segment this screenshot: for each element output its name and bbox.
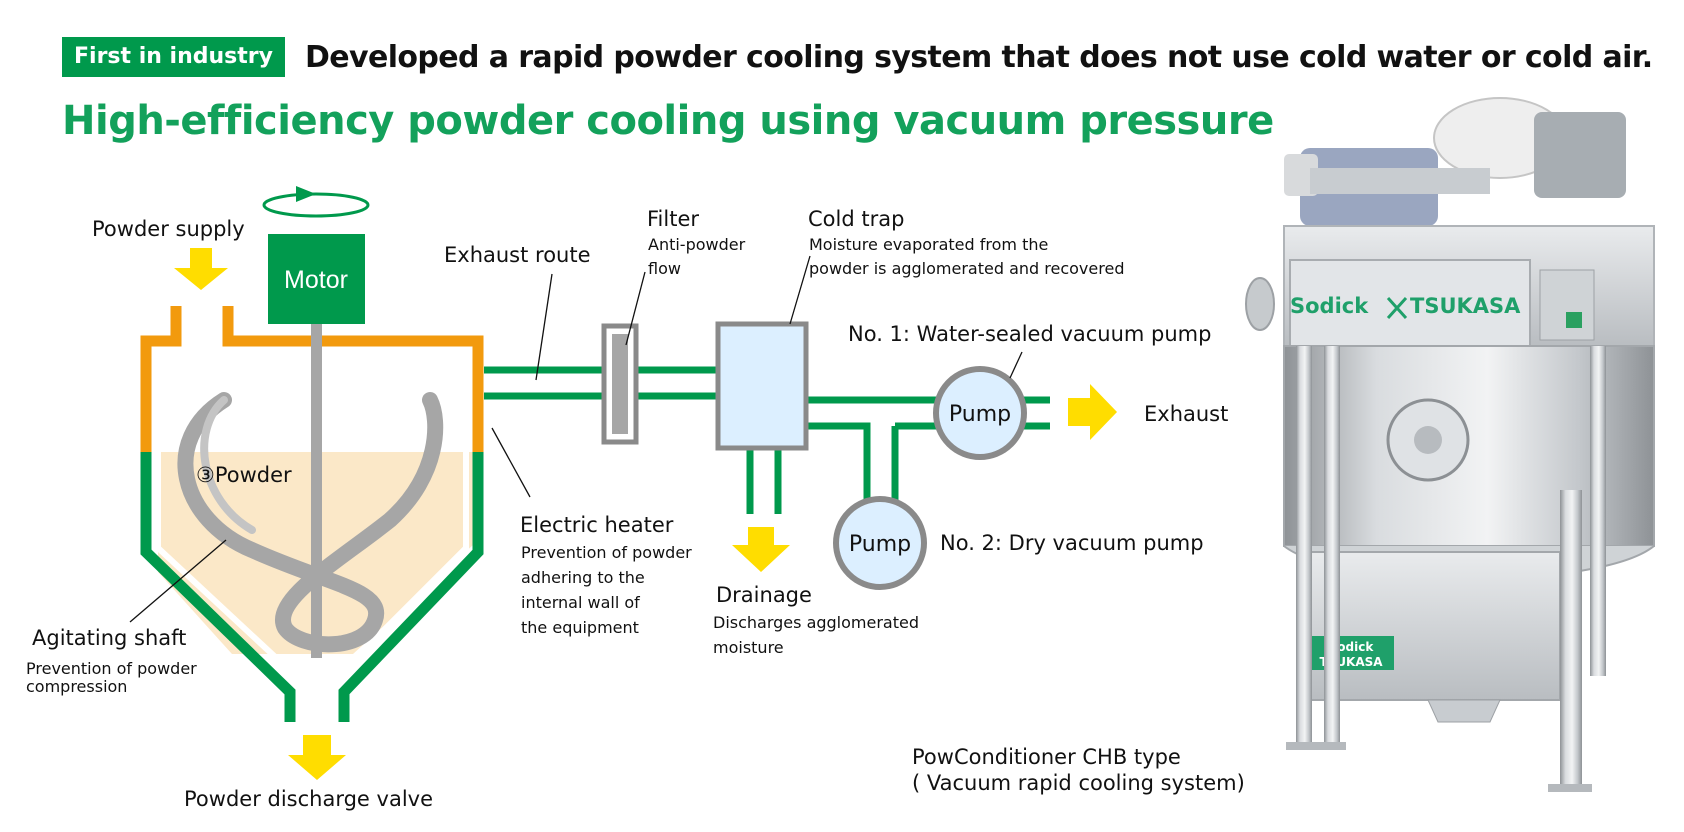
logo-sodick: Sodick (1290, 294, 1369, 318)
cold-trap-desc-2: powder is agglomerated and recovered (809, 259, 1124, 278)
powder-supply-label: Powder supply (92, 217, 245, 241)
header: First in industry Developed a rapid powd… (62, 36, 1653, 78)
powder-supply-arrow-icon (174, 248, 228, 290)
yellow-arrows (174, 248, 1117, 780)
filter-title: Filter (647, 207, 699, 231)
agitating-shaft-graphic (177, 318, 444, 658)
cold-trap-desc-1: Moisture evaporated from the (809, 235, 1048, 254)
product-caption-line-1: PowConditioner CHB type (912, 745, 1181, 769)
subtitle: High-efficiency powder cooling using vac… (62, 98, 1274, 144)
vessel-orange-wall (140, 306, 484, 452)
vessel-green-wall (140, 450, 484, 722)
drainage-desc-2: moisture (713, 638, 784, 657)
pump2-label: No. 2: Dry vacuum pump (940, 531, 1204, 555)
agitating-shaft-desc-1: Prevention of powder (26, 659, 197, 678)
electric-heater-desc-3: internal wall of (521, 593, 640, 612)
filter-desc-1: Anti-powder (648, 235, 746, 254)
pump1-text: Pump (949, 402, 1011, 427)
product-caption-line-2: ( Vacuum rapid cooling system) (912, 771, 1245, 795)
motor-label: Motor (284, 266, 348, 294)
electric-heater-desc-1: Prevention of powder (521, 543, 692, 562)
electric-heater-desc-2: adhering to the (521, 568, 645, 587)
discharge-valve-label: Powder discharge valve (184, 787, 433, 811)
exhaust-arrow-icon (1068, 384, 1117, 440)
motor: Motor (262, 186, 370, 324)
drainage-arrow-icon (732, 527, 790, 572)
agitating-shaft-desc-2: compression (26, 677, 127, 696)
small-logo-sodick: Sodick (1329, 640, 1375, 654)
pump-2: Pump (833, 496, 927, 590)
product-photo: Sodick TSUKASA Sodick TSUKASA (1245, 97, 1655, 792)
exhaust-route-label: Exhaust route (444, 243, 591, 267)
powder-label: ③Powder (196, 463, 292, 487)
leader-lines (129, 255, 1023, 623)
cold-trap-box (715, 321, 809, 451)
first-in-industry-badge: First in industry (62, 37, 285, 77)
logo-tsukasa: TSUKASA (1410, 294, 1521, 318)
agitating-shaft-title: Agitating shaft (32, 626, 186, 650)
exhaust-label: Exhaust (1144, 402, 1228, 426)
pump-1: Pump (933, 366, 1027, 460)
filter-graphic (601, 323, 639, 445)
motor-unit (1534, 112, 1626, 198)
pump2-text: Pump (849, 532, 911, 557)
rotation-icon (262, 192, 370, 218)
electric-heater-title: Electric heater (520, 513, 674, 537)
drainage-desc-1: Discharges agglomerated (713, 613, 919, 632)
filter-desc-2: flow (648, 259, 681, 278)
headline: Developed a rapid powder cooling system … (304, 39, 1653, 75)
discharge-arrow-icon (288, 735, 346, 780)
product-caption: PowConditioner CHB type ( Vacuum rapid c… (912, 744, 1245, 796)
electric-heater-desc-4: the equipment (521, 618, 639, 637)
pipes (484, 366, 1050, 514)
cold-trap-title: Cold trap (808, 207, 904, 231)
pump1-label: No. 1: Water-sealed vacuum pump (848, 322, 1211, 346)
drainage-title: Drainage (716, 583, 812, 607)
diagram-labels: Powder supply ③Powder Agitating shaft Pr… (26, 207, 1228, 811)
